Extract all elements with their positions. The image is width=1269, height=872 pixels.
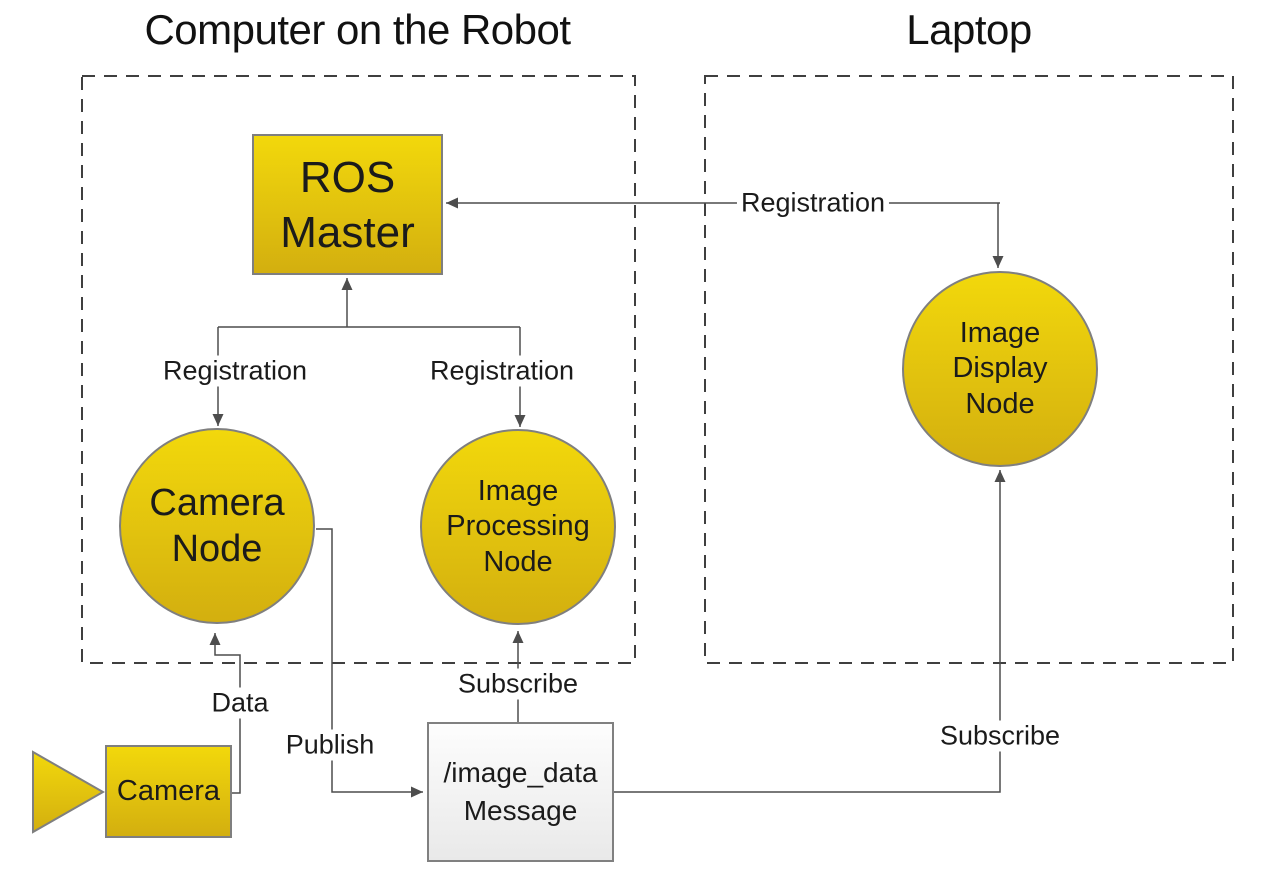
edge-label-registration-camera-node: Registration: [158, 355, 312, 387]
node-label-line: Display: [952, 352, 1048, 385]
camera-lens-triangle: [32, 750, 106, 834]
node-image-display: Image Display Node: [902, 271, 1098, 467]
group-title-computer-on-robot: Computer on the Robot: [144, 6, 571, 53]
node-label-line: Image: [959, 316, 1041, 349]
node-label-line: Master: [280, 207, 415, 257]
node-label-line: Message: [463, 795, 578, 826]
edge-label-registration-processing-node: Registration: [425, 355, 579, 387]
edge-label-registration-laptop: Registration: [736, 187, 890, 219]
node-label-line: Node: [965, 387, 1035, 420]
edge-data: [209, 633, 241, 794]
robot-group-box: [81, 75, 636, 664]
node-label-line: Image: [477, 474, 559, 507]
node-label-line: Camera: [116, 774, 221, 807]
node-image-processing: Image Processing Node: [420, 429, 616, 625]
node-label-line: Camera: [149, 481, 285, 524]
group-title-laptop: Laptop: [906, 6, 1032, 53]
node-ros-master: ROS Master: [252, 134, 443, 275]
node-image-data-message: /image_data Message: [427, 722, 614, 862]
edge-label-subscribe-display: Subscribe: [935, 720, 1065, 752]
edge-publish: [316, 528, 423, 798]
node-camera-node: Camera Node: [119, 428, 315, 624]
edge-label-subscribe-processing: Subscribe: [453, 668, 583, 700]
laptop-group-box: [704, 75, 1234, 664]
edge-label-publish: Publish: [281, 729, 379, 761]
node-label-line: /image_data: [443, 757, 598, 789]
node-label-line: Node: [171, 528, 263, 570]
edge-subscribe-display: [614, 470, 1006, 793]
node-label-line: Processing: [446, 510, 590, 543]
edge-label-data: Data: [207, 687, 273, 719]
node-label-line: Node: [483, 545, 553, 578]
node-label-line: ROS: [299, 152, 396, 202]
node-camera-device: Camera: [105, 745, 232, 838]
